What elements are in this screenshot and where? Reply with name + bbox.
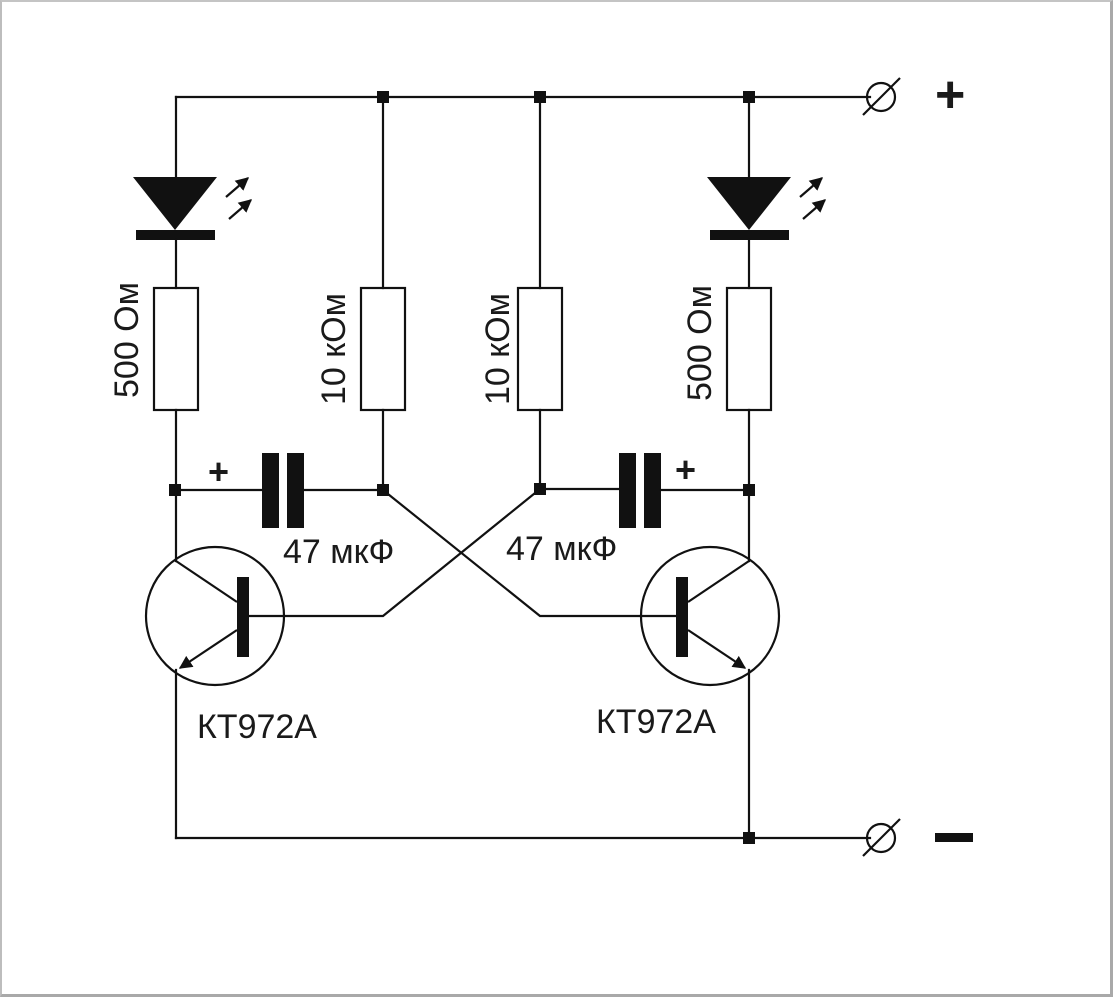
led-right	[707, 95, 826, 290]
resistor-r1: 500 Ом	[108, 282, 200, 492]
emitter-arrow-icon	[178, 629, 238, 669]
led-triangle-icon	[707, 177, 791, 230]
positive-rail	[174, 95, 872, 182]
capacitor-label: 47 мкФ	[283, 533, 394, 571]
capacitor-polarity: +	[675, 449, 696, 490]
resistor-icon	[725, 286, 773, 412]
led-left	[133, 177, 252, 290]
transistor-label: КТ972А	[197, 708, 317, 746]
light-arrow-icon	[802, 199, 826, 220]
transistor-label: КТ972А	[596, 703, 716, 741]
capacitor-polarity: +	[208, 451, 229, 492]
positive-terminal[interactable]	[862, 77, 901, 116]
resistor-icon	[359, 286, 407, 412]
transistor-vt1: КТ972А	[144, 488, 317, 840]
light-arrow-icon	[228, 199, 252, 220]
resistor-icon	[516, 286, 564, 412]
resistor-label: 500 Ом	[681, 285, 719, 401]
resistor-label: 500 Ом	[108, 282, 146, 398]
transistor-base-icon	[676, 577, 688, 657]
capacitor-plate-icon	[262, 453, 279, 528]
resistor-r2: 10 кОм	[315, 95, 407, 492]
resistor-r3: 10 кОм	[479, 95, 564, 491]
capacitor-plate-icon	[287, 453, 304, 528]
transistor-base-icon	[237, 577, 249, 657]
negative-terminal-label	[935, 833, 973, 842]
terminal-circle-icon	[865, 822, 897, 854]
led-triangle-icon	[133, 177, 217, 230]
resistor-label: 10 кОм	[479, 293, 517, 405]
emitter-arrow-icon	[687, 629, 747, 669]
cross-coupling-wires	[283, 488, 640, 618]
terminal-circle-icon	[865, 81, 897, 113]
light-arrow-icon	[799, 177, 823, 198]
resistor-label: 10 кОм	[315, 293, 353, 405]
resistor-r4: 500 Ом	[681, 285, 773, 492]
capacitor-c2: + 47 мкФ	[506, 449, 751, 568]
transistor-vt2: КТ972А	[596, 488, 781, 840]
capacitor-label: 47 мкФ	[506, 530, 617, 568]
capacitor-c1: + 47 мкФ	[174, 451, 394, 571]
positive-terminal-label: +	[935, 66, 965, 124]
capacitor-plate-icon	[619, 453, 636, 528]
transistor-body-icon	[144, 545, 286, 687]
resistor-icon	[152, 286, 200, 412]
negative-terminal[interactable]	[862, 818, 901, 857]
capacitor-plate-icon	[644, 453, 661, 528]
light-arrow-icon	[225, 177, 249, 198]
